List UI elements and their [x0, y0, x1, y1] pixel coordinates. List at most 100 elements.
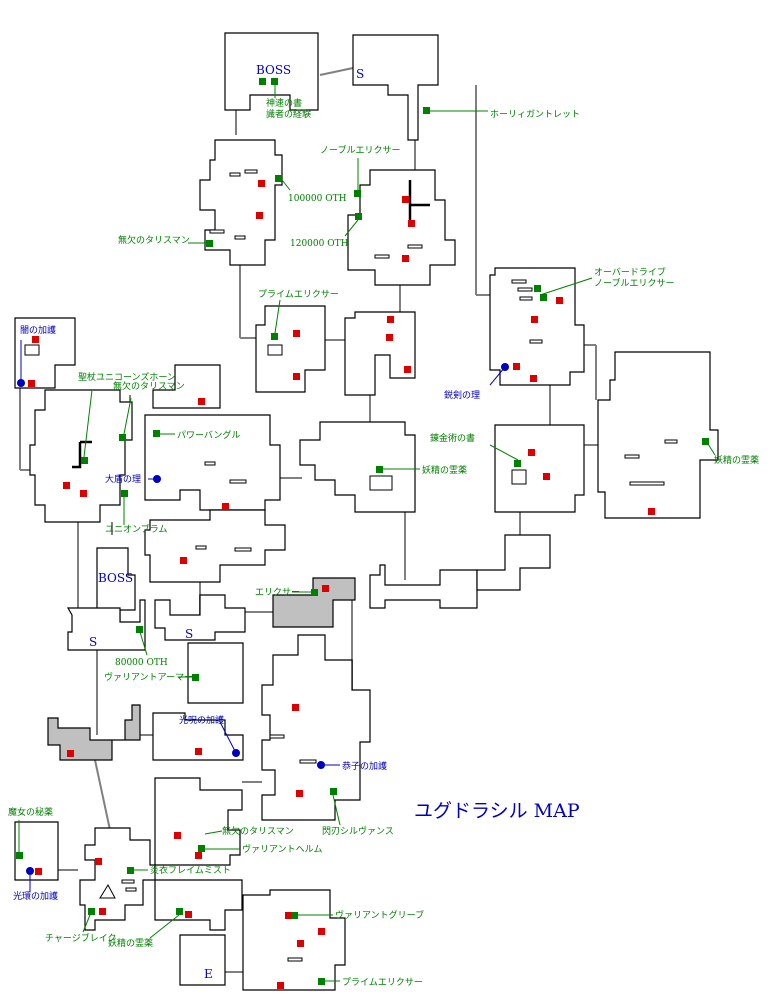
red-chest	[531, 316, 538, 323]
red-chest	[513, 363, 520, 370]
exit-marker: E	[204, 967, 213, 981]
red-chest	[198, 398, 205, 405]
item-label: ホーリィガントレット	[490, 109, 580, 120]
red-chest	[402, 255, 409, 262]
green-chest	[318, 978, 325, 985]
red-chest	[63, 482, 70, 489]
green-chest	[271, 78, 278, 85]
pointer-lines	[18, 85, 716, 982]
boss-marker-top: BOSS	[256, 63, 291, 77]
red-chest	[99, 908, 106, 915]
red-chest	[408, 220, 415, 227]
green-chest	[259, 78, 266, 85]
map-title: ユグドラシル MAP	[414, 800, 580, 822]
item-label: 闇の加護	[20, 324, 56, 336]
green-chest	[136, 626, 143, 633]
red-chest	[28, 380, 35, 387]
red-chest	[293, 330, 300, 337]
item-label: 閃刃シルヴァンス	[322, 825, 394, 837]
red-chest	[402, 196, 409, 203]
green-chest	[121, 490, 128, 497]
item-label: 恭子の加護	[342, 760, 387, 772]
green-chest	[153, 430, 160, 437]
item-label: 大盾の理	[105, 473, 141, 485]
red-chest	[297, 940, 304, 947]
red-chest	[222, 503, 229, 510]
red-chest	[67, 750, 74, 757]
item-label: ノーブルエリクサー	[320, 144, 400, 156]
item-label: 120000 OTH	[290, 239, 349, 249]
item-label: 光呪の加護	[179, 714, 224, 726]
green-chest	[271, 333, 278, 340]
inner-walls	[24, 169, 678, 962]
item-label: 妖精の霊薬	[108, 937, 153, 949]
red-chest	[296, 790, 303, 797]
rooms	[14, 32, 719, 991]
red-chest	[258, 180, 265, 187]
red-chest	[32, 336, 39, 343]
green-chest	[127, 867, 134, 874]
green-chest	[192, 674, 199, 681]
start-marker-top: S	[356, 67, 364, 81]
red-chest	[528, 449, 535, 456]
red-chest	[180, 557, 187, 564]
red-chest	[543, 473, 550, 480]
green-chest	[291, 912, 298, 919]
item-label: 鋭剣の理	[444, 389, 480, 401]
green-chest	[534, 285, 541, 292]
item-label: オーバードライブ	[594, 266, 666, 278]
red-chest	[256, 212, 263, 219]
red-chest	[386, 334, 393, 341]
item-labels: 神速の書 識者の経験 ホーリィガントレット ノーブルエリクサー 100000 O…	[8, 97, 759, 988]
item-label: 80000 OTH	[115, 658, 168, 668]
item-label: プライムエリクサー	[258, 289, 339, 300]
red-chest	[195, 852, 202, 859]
red-chest	[556, 297, 563, 304]
red-chest	[387, 316, 394, 323]
item-label: 錬金術の書	[430, 432, 475, 444]
green-chest	[198, 845, 205, 852]
red-chest	[318, 928, 325, 935]
item-label: ユニオンブラム	[105, 523, 167, 535]
item-label: エリクサー	[255, 587, 300, 598]
treasure-red	[28, 180, 655, 989]
green-chest	[423, 107, 430, 114]
red-chest	[530, 375, 537, 382]
green-chest	[354, 190, 361, 197]
item-label: ノーブルエリクサー	[594, 277, 674, 289]
start-marker-left: S	[89, 635, 97, 649]
item-label: 妖精の霊薬	[422, 464, 467, 476]
green-chest	[119, 434, 126, 441]
item-label: 識者の経験	[266, 108, 311, 120]
item-label: 100000 OTH	[288, 194, 347, 204]
red-chest	[80, 490, 87, 497]
item-label: 光環の加護	[13, 890, 58, 902]
item-label: ヴァリアントグリーブ	[335, 909, 424, 921]
green-chest	[88, 908, 95, 915]
item-label: ヴァリアントヘルム	[242, 843, 322, 855]
red-chest	[648, 508, 655, 515]
red-chest	[95, 858, 102, 865]
item-label: 魔女の秘薬	[8, 806, 53, 818]
green-chest	[514, 460, 521, 467]
green-chest	[81, 457, 88, 464]
red-chest	[185, 911, 192, 918]
green-chest	[702, 438, 709, 445]
green-chest	[311, 589, 318, 596]
green-chest	[16, 852, 23, 859]
item-label: チャージブレイク	[45, 932, 117, 944]
boss-marker-mid: BOSS	[98, 571, 133, 585]
item-label: 神速の書	[266, 97, 302, 109]
red-chest	[322, 585, 329, 592]
green-chest	[540, 294, 547, 301]
red-chest	[293, 373, 300, 380]
red-chest	[285, 912, 292, 919]
item-label: 妖精の霊薬	[714, 454, 759, 466]
red-chest	[174, 832, 181, 839]
item-label: 無欠のタリスマン	[113, 380, 185, 392]
start-marker-mid: S	[185, 627, 193, 641]
green-chest	[355, 213, 362, 220]
item-label: ヴァリアントアーマー	[104, 671, 193, 683]
red-chest	[404, 366, 411, 373]
